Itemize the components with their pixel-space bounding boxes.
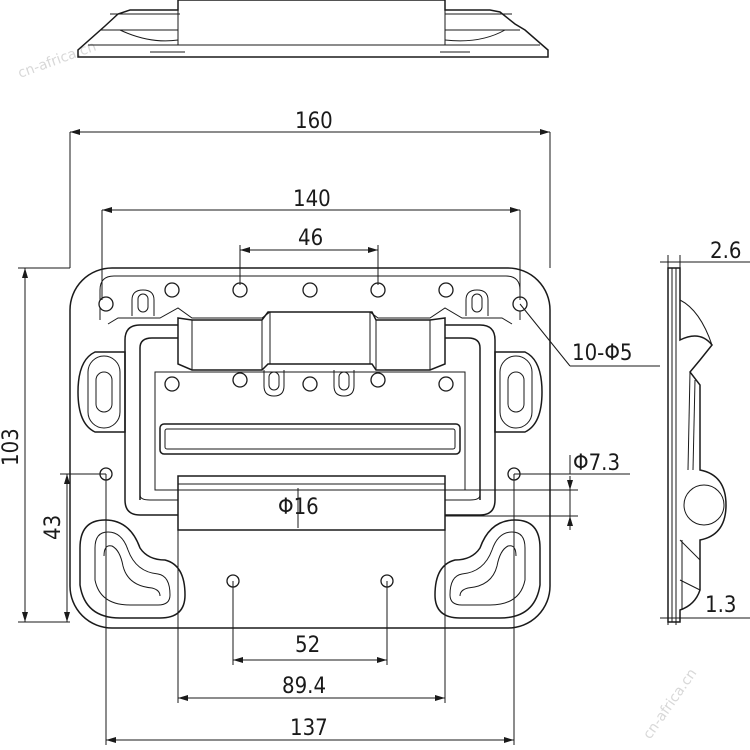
dim-thickness-top: 2.6	[710, 239, 741, 264]
dim-bar-diameter: Φ16	[278, 495, 319, 520]
dimension-labels: 160 140 46 103 43 10-Φ5 Φ7.3 Φ16 52 89.4…	[0, 109, 741, 741]
dim-thickness-bottom: 1.3	[705, 593, 736, 618]
dim-overall-width: 160	[295, 109, 333, 134]
dimension-lines	[18, 129, 750, 745]
front-view	[69, 267, 551, 629]
dim-handle-width: 89.4	[282, 674, 326, 699]
dim-bottom-hole-span: 52	[295, 633, 320, 658]
dim-overall-height: 103	[0, 428, 24, 466]
dim-slot-holes: 10-Φ5	[572, 341, 633, 366]
dim-corner-hole-span: 137	[290, 716, 328, 741]
dim-corner-hole: Φ7.3	[573, 451, 620, 476]
dim-hole-span-outer: 140	[293, 187, 331, 212]
watermark-right: cn-africa.cn	[640, 666, 700, 742]
dim-lower-height: 43	[41, 515, 66, 540]
watermark-left: cn-africa.cn	[16, 39, 99, 82]
side-view	[667, 267, 727, 623]
top-view	[77, 0, 549, 58]
dim-hole-span-inner: 46	[298, 226, 323, 251]
